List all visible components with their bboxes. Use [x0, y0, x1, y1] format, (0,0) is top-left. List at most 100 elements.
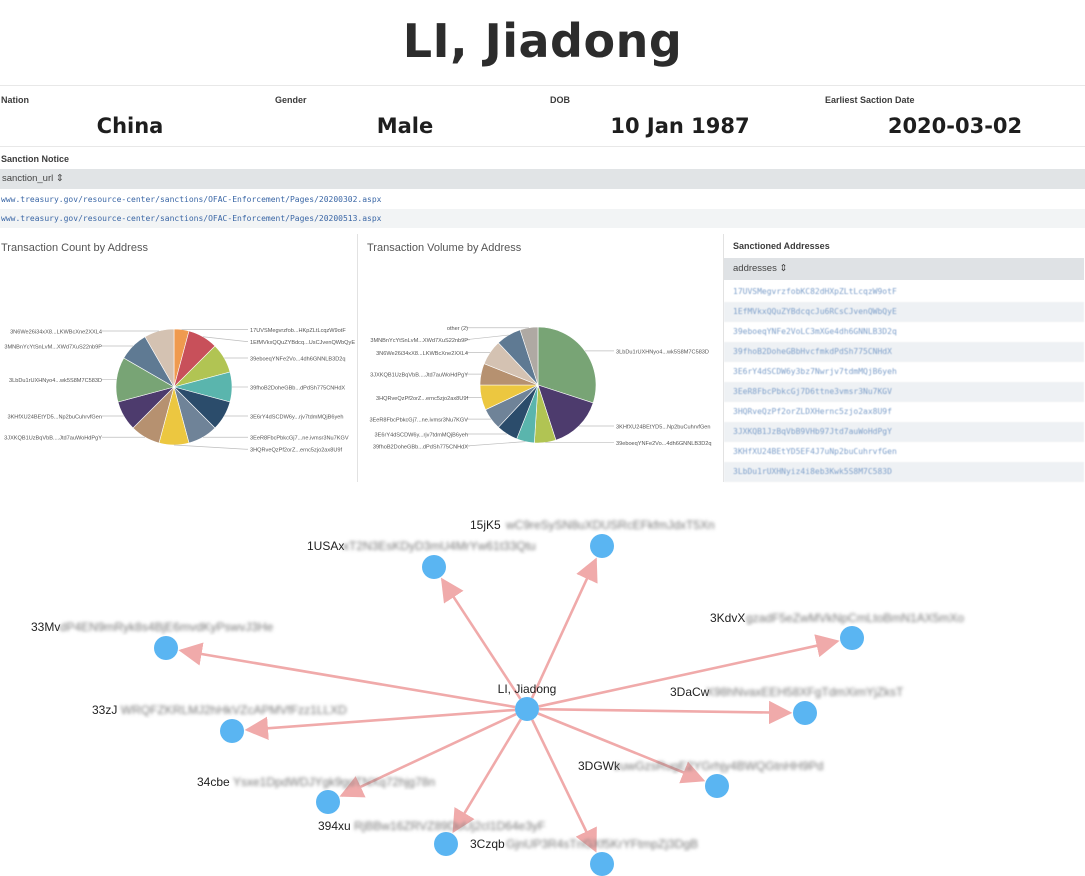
graph-node-label-redacted: RjBBw16ZRVZ89DuUj2cl1D64e3yF: [354, 819, 545, 833]
graph-node-label-redacted: GjnUP3R4sTnGXf5KrYFtmpZj3DgB: [506, 837, 698, 851]
pie-slice-label: 3EeR8FbcPbkcGj7...ne.ivmsr3Nu7KGV: [369, 418, 468, 424]
nation-label: Nation: [1, 95, 29, 105]
pie-slice-label: 3N6We26i34xX8...LKWBcXne2XXL4: [376, 351, 468, 357]
graph-edge: [530, 557, 598, 699]
pie-slice-label: 3LbDu1rUXHNyo4...wk5S8M7C583D: [9, 378, 102, 384]
pie-slice[interactable]: [537, 384, 594, 441]
sanctioned-address-link[interactable]: 39eboeqYNFe2VoLC3mXGe4dh6GNNLB3D2q: [733, 327, 897, 336]
pie-slice-label: 3EeR8FbcPbkcGj7...ne.ivmsr3Nu7KGV: [250, 436, 349, 442]
graph-node[interactable]: [705, 774, 729, 798]
pie-leader-line: [173, 444, 248, 450]
gender-label: Gender: [275, 95, 307, 105]
sanctioned-address-link[interactable]: 1EfMVkxQQuZYBdcqcJu6RCsCJvenQWbQyE: [724, 302, 1084, 322]
graph-node-label-redacted: X98hNvaxEEH58XFgTdmXimYjZksT: [706, 685, 904, 699]
graph-node[interactable]: [220, 719, 244, 743]
address-network-graph: LI, Jiadong 15jK5 wC9reSySN8uXDUSRcEFkfmJd…: [31, 518, 964, 876]
graph-node[interactable]: [793, 701, 817, 725]
addresses-column-header[interactable]: addresses ⇕: [724, 258, 1084, 280]
graph-node[interactable]: [590, 534, 614, 558]
graph-node[interactable]: [590, 852, 614, 876]
graph-edge: [339, 712, 517, 798]
dob-label: DOB: [550, 95, 570, 105]
sanction-url-link[interactable]: www.treasury.gov/resource-center/sanctio…: [0, 209, 1085, 228]
sanctioned-address-link[interactable]: 3LbDu1rUXHNyiz4i8eb3Kwk5S8M7C583D: [724, 462, 1084, 482]
graph-node-center[interactable]: [515, 697, 539, 721]
graph-node[interactable]: [434, 832, 458, 856]
graph-node-label-redacted: dP4EN9mRyk8s4BjE6mvdKyPswvJ3He: [60, 620, 274, 634]
panel-divider: [723, 234, 724, 482]
graph-node-label: 3DGWk: [578, 759, 621, 773]
graph-node-label-center: LI, Jiadong: [498, 682, 557, 696]
graph-edge: [538, 700, 793, 725]
transaction-volume-panel: Transaction Volume by Address other (2) 3…: [358, 234, 722, 482]
transaction-count-title: Transaction Count by Address: [1, 242, 148, 254]
graph-node-label-redacted: gzadF5eZwMVkNpCmLtoBmN1AX5mXo: [746, 611, 964, 625]
graph-edge: [537, 712, 706, 784]
pie-slice[interactable]: [144, 328, 175, 389]
earliest-sanction-date-value: 2020-03-02: [887, 114, 1023, 138]
graph-edge: [452, 718, 522, 834]
pie-slice-label: 3HQRveQzPf2orZ...ernc5zjo2ax8U9f: [250, 448, 342, 454]
graph-node-label: 3DaCw: [670, 685, 710, 699]
sanctioned-addresses-panel: Sanctioned Addresses addresses ⇕ 17UVSMe…: [724, 234, 1085, 482]
graph-node-label-redacted: zuwGzsRugE2YGrhjy4BWQGtnHH9Pd: [614, 759, 823, 773]
graph-edge: [531, 719, 597, 853]
graph-node-label: 3KdvX: [710, 611, 745, 625]
graph-node-label: 394xu: [318, 819, 351, 833]
pie-slice[interactable]: [519, 326, 539, 386]
sanctioned-address-link[interactable]: 3EeR8FbcPbkcGj7D6ttne3vmsr3Nu7KGV: [724, 382, 1084, 402]
pie-slice-label: 39eboeqYNFe2Vo...4dh6GNNLB3D2q: [616, 441, 711, 447]
graph-edge: [244, 708, 516, 740]
pie-slice-label: 1EfMVkxQQuZYBdcq...UsCJvenQWbQyE: [250, 340, 355, 346]
graph-edge: [538, 634, 840, 708]
pie-slice-label: 3JXKQB1UzBqVbB....Jtd7auWoHdPgY: [370, 373, 468, 379]
graph-node[interactable]: [316, 790, 340, 814]
sanctioned-address-link[interactable]: 3E6rY4dSCDW6y3bz7Nwrjv7tdmMQjB6yeh: [733, 367, 897, 376]
pie-slice-label: 3E6rY4dSCDW6y...rjv7tdmMQjB6yeh: [375, 432, 468, 438]
fields-divider: [0, 146, 1085, 147]
pie-slice-label: 39eboeqYNFe2Vo...4dh6GNNLB3D2q: [250, 357, 345, 363]
pie-slice[interactable]: [537, 326, 597, 404]
pie-slice-label: 3JXKQB1UzBqVbB....Jtd7auWoHdPgY: [4, 436, 102, 442]
pie-slice-label: 3N6We26i34xX8...LKWBcXne2XXL4: [10, 329, 102, 335]
graph-node-label: 33zJ: [92, 703, 117, 717]
pie-slice-label: 17UVSMegvrzfob...HKpZLtLcqzW9otF: [250, 328, 346, 334]
sanction-url-column-header[interactable]: sanction_url ⇕: [0, 169, 1085, 189]
graph-node-label: 3Czqb: [470, 837, 505, 851]
graph-node-label-redacted: WRQFZKRLMJ2hHkVZcAPMVfFzz1LLXD: [121, 703, 347, 717]
transaction-volume-title: Transaction Volume by Address: [367, 242, 522, 254]
page-title: LI, Jiadong: [402, 14, 683, 68]
graph-node-label: 15jK5: [470, 518, 501, 532]
sanctioned-address-link[interactable]: 39fhoB2DoheGBbHvcfmkdPdSh775CNHdX: [724, 342, 1084, 362]
nation-value: China: [96, 114, 164, 138]
panel-divider: [357, 234, 358, 482]
sanctioned-address-link[interactable]: 17UVSMegvrzfobKC82dHXpZLtLcqzW9otF: [733, 287, 897, 296]
graph-node[interactable]: [422, 555, 446, 579]
graph-node[interactable]: [154, 636, 178, 660]
graph-node-label: 33Mv: [31, 620, 60, 634]
transaction-count-pie-chart: 3N6We26i34xX8...LKWBcXne2XXL43MNBnYcYtSn…: [4, 328, 355, 454]
header-divider: [0, 85, 1085, 86]
pie-leader-line: [465, 441, 526, 447]
earliest-sanction-date-label: Earliest Saction Date: [825, 95, 915, 105]
pie-slice-label: 3HQRveQzPf2orZ...ernc5zjo2ax8U9f: [376, 396, 468, 402]
graph-node-label-redacted: Ysxe1DpdWDJYgk9goTNXq72hjg78n: [233, 775, 435, 789]
pie-slice-label: 3E6rY4dSCDW6y...rjv7tdmMQjB6yeh: [250, 415, 343, 421]
pie-leader-line: [465, 334, 509, 341]
graph-edge: [440, 577, 522, 700]
sanctioned-address-link[interactable]: 3HQRveQzPf2orZLDXHernc5zjo2ax8U9f: [733, 407, 892, 416]
graph-node[interactable]: [840, 626, 864, 650]
pie-slice-label: 3KHfXU24BEtYD5...Np2buCuhrvfGen: [7, 415, 102, 421]
sanctioned-addresses-title: Sanctioned Addresses: [733, 241, 830, 251]
pie-slice-label: other (2): [447, 326, 468, 332]
pie-slice-label: 39fhoB2DoheGBb...dPdSh775CNHdX: [250, 386, 345, 392]
pie-slice-label: 39fhoB2DoheGBb...dPdSh775CNHdX: [373, 444, 468, 450]
sanctioned-address-link[interactable]: 3JXKQB1JzBqVbB9VHb97Jtd7auWoHdPgY: [724, 422, 1084, 442]
pie-leader-line: [202, 336, 248, 342]
sanctioned-address-link[interactable]: 3KHfXU24BEtYD5EF4J7uNp2buCuhrvfGen: [733, 447, 897, 456]
sanction-url-link[interactable]: www.treasury.gov/resource-center/sanctio…: [1, 195, 382, 204]
graph-node-label-redacted: wC9reSySN8uXDUSRcEFkfmJdxT5Xn: [505, 518, 715, 532]
graph-node-label: 1USAx: [307, 539, 344, 553]
pie-slice-label: 3MNBnYcYtSnLvM...XWd7XuS22nb9P: [370, 338, 468, 344]
pie-slice-label: 3LbDu1rUXHNyo4...wk5S8M7C583D: [616, 349, 709, 355]
